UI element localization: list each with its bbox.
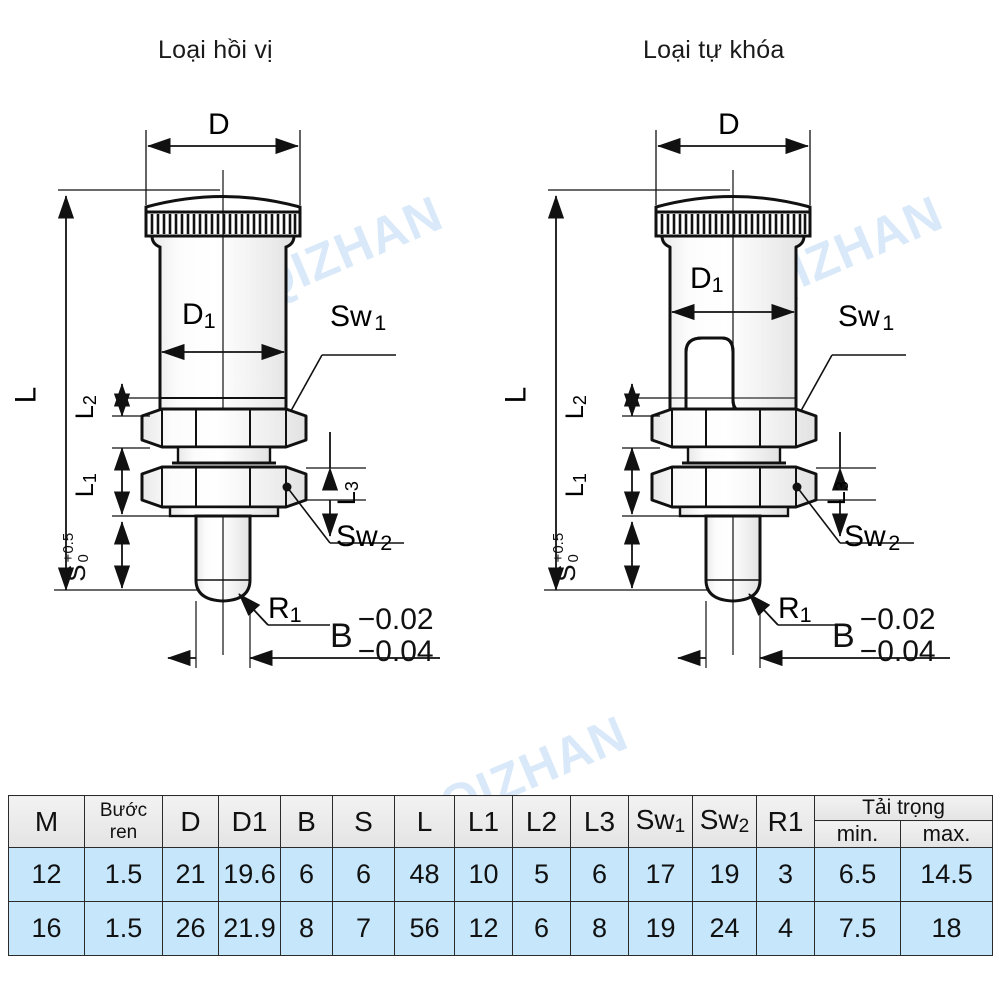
cell-load-min: 7.5 [814, 901, 901, 956]
header-r1: R1 [756, 795, 815, 848]
specification-table: M Bước ren D D1 B S L L1 L2 [8, 795, 993, 956]
cell-l3: 8 [570, 901, 629, 956]
header-l3: L3 [570, 795, 629, 848]
table-row: 16 1.5 26 21.9 8 7 56 12 6 8 19 24 4 7.5… [8, 901, 993, 956]
cell-s: 7 [332, 901, 395, 956]
label-L2-left: L2 [70, 395, 101, 420]
cell-l1: 10 [454, 847, 513, 902]
cell-m: 12 [8, 847, 85, 902]
header-load-min: min. [814, 820, 901, 848]
cell-load-min: 6.5 [814, 847, 901, 902]
cell-sw2: 24 [692, 901, 757, 956]
cell-sw2: 19 [692, 847, 757, 902]
header-thread-pitch: Bước ren [84, 795, 163, 848]
right-plunger-drawing [544, 130, 950, 668]
label-S-right: S +0.5 0 [550, 532, 583, 582]
cell-l3: 6 [570, 847, 629, 902]
header-l2: L2 [512, 795, 571, 848]
header-load-max: max. [900, 820, 993, 848]
label-L2-right: L2 [560, 395, 591, 420]
cell-load-max: 18 [900, 901, 993, 956]
table-row: 12 1.5 21 19.6 6 6 48 10 5 6 17 19 3 6.5… [8, 847, 993, 902]
cell-l2: 6 [512, 901, 571, 956]
cell-b: 6 [280, 847, 333, 902]
header-sw2: Sw2 [692, 795, 757, 848]
header-b: B [280, 795, 333, 848]
label-Sw1-right: Sw 1 [838, 300, 895, 335]
left-plunger-drawing [54, 130, 440, 668]
cell-sw1: 17 [628, 847, 693, 902]
cell-l1: 12 [454, 901, 513, 956]
cell-l: 48 [394, 847, 455, 902]
cell-d1: 19.6 [218, 847, 281, 902]
cell-b: 8 [280, 901, 333, 956]
left-figure-title: Loại hồi vị [158, 36, 273, 64]
label-L3-right: L3 [822, 481, 853, 506]
label-L-right: L [499, 386, 533, 404]
cell-m: 16 [8, 901, 85, 956]
header-l1: L1 [454, 795, 513, 848]
cell-r1: 4 [756, 901, 815, 956]
label-R1-left: R1 [268, 592, 302, 627]
cell-r1: 3 [756, 847, 815, 902]
label-D-right: D [718, 108, 740, 141]
cell-s: 6 [332, 847, 395, 902]
table-subheader-row: min. max. [9, 820, 993, 848]
cell-sw1: 19 [628, 901, 693, 956]
right-figure-title: Loại tự khóa [643, 36, 785, 64]
label-D1-right: D1 [690, 262, 724, 297]
header-load-group: Tải trọng [814, 795, 993, 821]
label-D1-left: D1 [182, 298, 216, 333]
cell-pitch: 1.5 [84, 847, 163, 902]
cell-load-max: 14.5 [900, 847, 993, 902]
label-B-tolerance-left: B −0.02 −0.04 [330, 603, 434, 669]
label-B-tolerance-right: B −0.02 −0.04 [832, 603, 936, 669]
label-L3-left: L3 [332, 481, 363, 506]
label-Sw2-left: Sw 2 [336, 520, 393, 555]
header-s: S [332, 795, 395, 848]
table-header-row: M Bước ren D D1 B S L L1 L2 [8, 795, 993, 848]
cell-d: 21 [162, 847, 219, 902]
label-Sw2-right: Sw 2 [844, 520, 901, 555]
label-D-left: D [208, 108, 230, 141]
cell-pitch: 1.5 [84, 901, 163, 956]
header-d: D [162, 795, 219, 848]
header-l: L [394, 795, 455, 848]
cell-d: 26 [162, 901, 219, 956]
header-m: M [8, 795, 85, 848]
cell-l: 56 [394, 901, 455, 956]
header-sw1: Sw1 [628, 795, 693, 848]
label-L1-left: L1 [70, 473, 101, 498]
label-S-left: S +0.5 0 [60, 532, 93, 582]
header-d1: D1 [218, 795, 281, 848]
label-L1-right: L1 [560, 473, 591, 498]
cell-d1: 21.9 [218, 901, 281, 956]
label-Sw1-left: Sw 1 [330, 300, 387, 335]
label-R1-right: R1 [778, 592, 812, 627]
cell-l2: 5 [512, 847, 571, 902]
label-L-left: L [9, 386, 43, 404]
